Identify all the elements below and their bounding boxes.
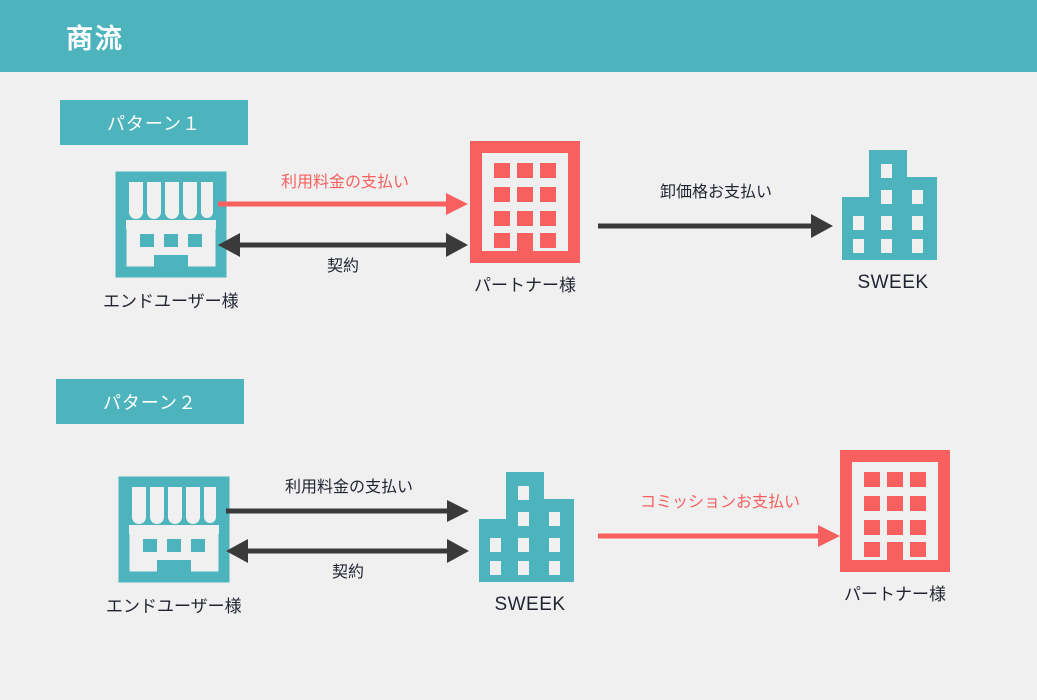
arrow-label-contract-2: 契約 [331, 564, 364, 581]
arrow-label-contract: 契約 [326, 258, 359, 275]
arrow-label-commission-payment: コミッションお支払い [639, 494, 800, 511]
skyscraper-icon [840, 148, 946, 262]
arrow-wholesale-payment [598, 214, 833, 238]
arrow-usage-fee-payment-2 [226, 500, 469, 522]
arrow-contract [218, 233, 468, 257]
arrow-label-wholesale-payment: 卸価格お支払い [659, 184, 772, 201]
pattern-1-label-chip: パターン１ [60, 100, 248, 145]
skyscraper-icon [477, 470, 583, 584]
node-end-user-label: エンドユーザー様 [103, 292, 239, 311]
node-sweek-2: SWEEK [477, 470, 583, 616]
arrow-commission-payment [598, 525, 840, 547]
arrow-group-p1-left: 利用料金の支払い 契約 [218, 168, 468, 278]
node-sweek-label: SWEEK [857, 272, 929, 293]
pattern-1-label-text: パターン１ [106, 113, 202, 134]
node-end-user-2: エンドユーザー様 [106, 476, 242, 617]
pattern-2-label-text: パターン２ [102, 392, 198, 413]
store-icon [115, 171, 227, 278]
office-building-icon [840, 450, 950, 572]
page-header: 商流 [0, 0, 1037, 72]
arrow-group-p2-right: コミッションお支払い [598, 488, 840, 548]
store-icon [118, 476, 230, 583]
node-sweek: SWEEK [840, 148, 946, 294]
node-sweek-2-label: SWEEK [494, 594, 566, 615]
page-title: 商流 [66, 23, 124, 54]
node-partner-label: パートナー様 [474, 276, 576, 295]
node-partner-2: パートナー様 [840, 450, 950, 605]
pattern-2-label-chip: パターン２ [56, 379, 244, 424]
arrow-label-usage-fee-payment: 利用料金の支払い [280, 174, 409, 191]
arrow-label-usage-fee-payment-2: 利用料金の支払い [284, 479, 413, 496]
node-partner: パートナー様 [470, 141, 580, 296]
node-end-user-2-label: エンドユーザー様 [106, 597, 242, 616]
arrow-group-p1-right: 卸価格お支払い [598, 178, 833, 238]
arrow-group-p2-left: 利用料金の支払い 契約 [226, 473, 469, 583]
node-end-user: エンドユーザー様 [103, 171, 239, 312]
arrow-contract-2 [226, 539, 469, 563]
arrow-usage-fee-payment [218, 193, 468, 215]
office-building-icon [470, 141, 580, 263]
node-partner-2-label: パートナー様 [844, 585, 946, 604]
